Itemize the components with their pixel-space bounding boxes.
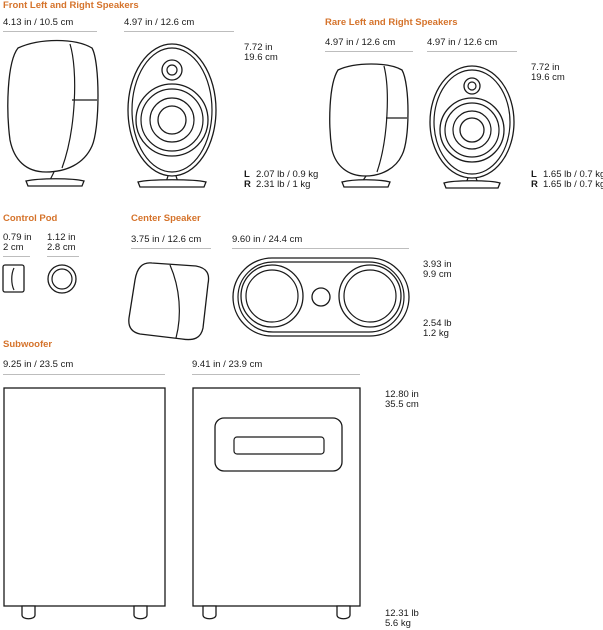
subwoofer-title: Subwoofer [3, 339, 53, 350]
control-pod-title: Control Pod [3, 213, 58, 224]
control-pod-diameter-in: 1.12 in [47, 232, 76, 243]
subwoofer-side-view [3, 387, 166, 620]
subwoofer-side-dimension-rule [3, 374, 165, 375]
subwoofer-height-in: 12.80 in [385, 389, 419, 400]
front-weight-right-label: R [244, 179, 251, 190]
subwoofer-side-dimension: 9.25 in / 23.5 cm [3, 359, 74, 370]
rear-weight-left: 1.65 lb / 0.7 kg [543, 169, 603, 180]
rear-speaker-side-dimension: 4.97 in / 12.6 cm [325, 37, 396, 48]
front-speakers-title: Front Left and Right Speakers [3, 0, 139, 11]
control-pod-diameter-cm: 2.8 cm [47, 242, 76, 253]
subwoofer-weight-kg: 5.6 kg [385, 618, 411, 629]
center-weight-kg: 1.2 kg [423, 328, 449, 339]
center-speaker-side-dimension: 3.75 in / 12.6 cm [131, 234, 202, 245]
control-pod-side-view [2, 264, 25, 293]
center-speaker-front-view [232, 257, 410, 337]
rear-speakers-title: Rare Left and Right Speakers [325, 17, 458, 28]
rear-front-dimension-rule [427, 51, 517, 52]
center-speaker-side-view [128, 262, 210, 341]
rear-weight-left-label: L [531, 169, 537, 180]
front-weight-right: 2.31 lb / 1 kg [256, 179, 311, 190]
front-weight-left: 2.07 lb / 0.9 kg [256, 169, 319, 180]
front-speaker-side-view [7, 39, 99, 187]
subwoofer-front-view [192, 387, 361, 620]
rear-weight-right: 1.65 lb / 0.7 kg [543, 179, 603, 190]
front-speaker-front-dimension: 4.97 in / 12.6 cm [124, 17, 195, 28]
subwoofer-front-dimension-rule [192, 374, 360, 375]
front-front-dimension-rule [124, 31, 234, 32]
rear-side-dimension-rule [325, 51, 413, 52]
rear-speaker-side-view [329, 63, 409, 188]
rear-speaker-front-dimension: 4.97 in / 12.6 cm [427, 37, 498, 48]
rear-weight-right-label: R [531, 179, 538, 190]
rear-height-in: 7.72 in [531, 62, 560, 73]
center-speaker-title: Center Speaker [131, 213, 201, 224]
subwoofer-height-cm: 35.5 cm [385, 399, 419, 410]
center-speaker-front-dimension: 9.60 in / 24.4 cm [232, 234, 303, 245]
front-weight-left-label: L [244, 169, 250, 180]
rear-speaker-front-view [429, 65, 515, 189]
center-height-cm: 9.9 cm [423, 269, 452, 280]
center-weight-lb: 2.54 lb [423, 318, 452, 329]
rear-height-cm: 19.6 cm [531, 72, 565, 83]
control-pod-depth-in: 0.79 in [3, 232, 32, 243]
center-front-dimension-rule [232, 248, 409, 249]
center-height-in: 3.93 in [423, 259, 452, 270]
control-pod-depth-cm: 2 cm [3, 242, 24, 253]
control-pod-top-view [47, 264, 77, 294]
front-side-dimension-rule [3, 31, 97, 32]
subwoofer-weight-lb: 12.31 lb [385, 608, 419, 619]
center-side-dimension-rule [131, 248, 211, 249]
front-height-in: 7.72 in [244, 42, 273, 53]
control-pod-depth-rule [3, 256, 30, 257]
front-speaker-front-view [127, 43, 217, 188]
subwoofer-front-dimension: 9.41 in / 23.9 cm [192, 359, 263, 370]
control-pod-diameter-rule [47, 256, 79, 257]
front-speaker-side-dimension: 4.13 in / 10.5 cm [3, 17, 74, 28]
front-height-cm: 19.6 cm [244, 52, 278, 63]
